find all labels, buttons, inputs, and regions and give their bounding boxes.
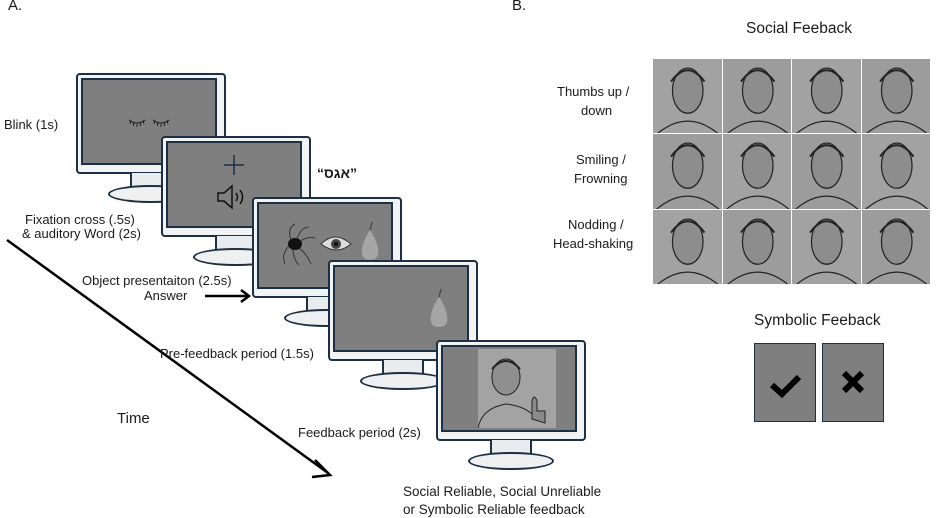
step-fixation-label-2: & auditory Word (2s)	[22, 226, 141, 241]
time-label: Time	[117, 410, 150, 427]
monitor-fixation	[161, 136, 311, 266]
feedback-caption-2: or Symbolic Reliable feedback	[403, 502, 585, 517]
face-photo-r2-c4	[861, 134, 930, 209]
social-feedback-title: Social Feeback	[746, 20, 852, 37]
speaker-icon	[217, 184, 244, 210]
step-pre-feedback-label: Pre-feedback period (1.5s)	[160, 346, 314, 361]
face-photo-r1-c2	[722, 59, 791, 134]
symbolic-incorrect-box	[822, 343, 884, 422]
face-photo-grid	[653, 59, 931, 285]
row-label-thumbs-2: down	[581, 103, 613, 118]
step-answer-label: Answer	[144, 288, 188, 303]
symbolic-feedback-title: Symbolic Feeback	[754, 312, 881, 329]
step-object-label-1: Object presentaiton (2.5s)	[82, 273, 232, 288]
check-mark-icon	[769, 374, 802, 399]
face-photo-r1-c3	[792, 59, 861, 134]
monitor-feedback	[436, 340, 586, 470]
monitor-pre-feedback	[328, 260, 478, 390]
row-label-nodding-2: Head-shaking	[553, 236, 634, 251]
answer-arrow-icon	[205, 289, 252, 303]
face-photo-r2-c2	[722, 134, 791, 209]
face-photo-r2-c1	[653, 134, 722, 209]
fixation-cross-icon	[217, 155, 244, 210]
panel-a-label: A.	[8, 0, 23, 14]
step-fixation-label-1: Fixation cross (.5s)	[25, 212, 135, 227]
row-label-smiling-2: Frowning	[574, 171, 628, 186]
row-label-nodding-1: Nodding /	[568, 217, 624, 232]
row-label-thumbs-1: Thumbs up /	[557, 84, 630, 99]
panel-b-label: B.	[512, 0, 527, 14]
symbolic-correct-box	[754, 343, 816, 422]
pear-icon	[361, 221, 379, 261]
face-photo-r1-c4	[861, 59, 930, 134]
pear-icon	[430, 288, 448, 327]
face-photo-r3-c4	[861, 209, 930, 284]
face-photo-r3-c2	[722, 209, 791, 284]
cross-mark-icon	[841, 370, 865, 394]
auditory-word: “אגס”	[317, 165, 358, 181]
face-photo-r2-c3	[792, 134, 861, 209]
eye-icon	[320, 236, 352, 251]
step-feedback-label: Feedback period (2s)	[298, 425, 421, 440]
thumbs-up-face-image	[477, 349, 556, 429]
closed-eyes-icon	[128, 119, 170, 127]
face-photo-r1-c1	[653, 59, 722, 134]
face-photo-r3-c3	[792, 209, 861, 284]
feedback-caption-1: Social Reliable, Social Unreliable	[403, 484, 602, 499]
face-photo-r3-c1	[653, 209, 722, 284]
spider-icon	[283, 223, 316, 266]
row-label-smiling-1: Smiling /	[576, 152, 626, 167]
step-blink-label: Blink (1s)	[4, 117, 59, 132]
